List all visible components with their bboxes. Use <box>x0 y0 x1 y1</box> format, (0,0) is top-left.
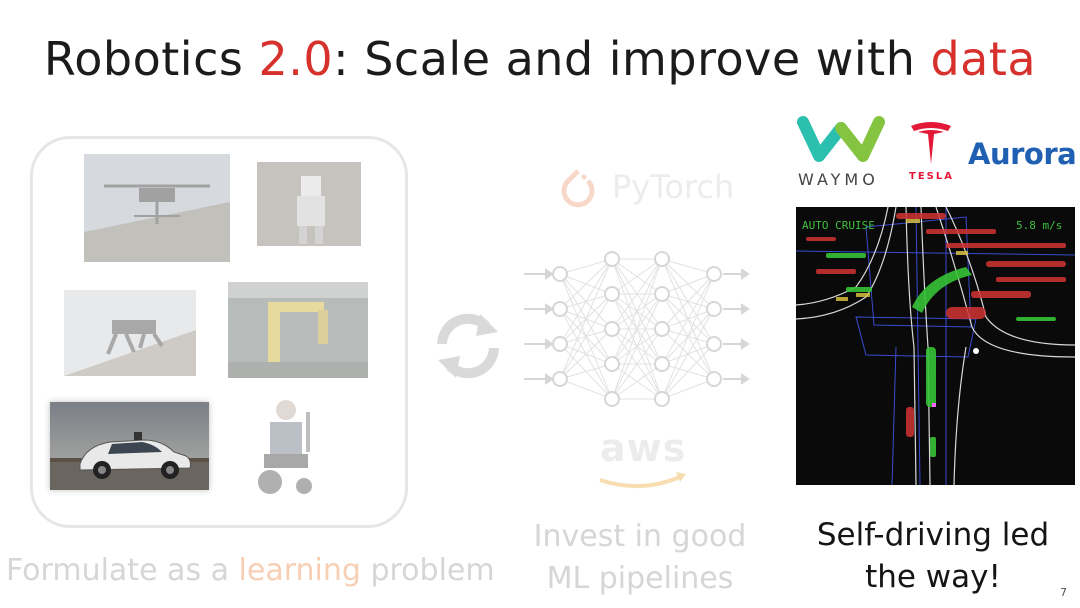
network-node <box>706 301 722 317</box>
left-caption-post: problem <box>360 553 495 588</box>
network-node <box>654 391 670 407</box>
aws-label: aws <box>600 426 687 470</box>
neural-network-icon <box>524 251 750 407</box>
hud-mode-label: AUTO CRUISE <box>802 219 875 232</box>
aurora-label: Aurora <box>968 137 1077 171</box>
waymo-logo-icon <box>797 116 885 162</box>
network-node <box>552 336 568 352</box>
network-node <box>552 301 568 317</box>
humanoid-robot-photo <box>257 162 361 246</box>
network-node <box>654 286 670 302</box>
network-node <box>552 371 568 387</box>
right-caption: Self-driving led the way! <box>803 514 1063 598</box>
page-number: 7 <box>1060 586 1067 599</box>
title-highlight-version: 2.0 <box>258 32 334 86</box>
pytorch-logo-icon <box>561 169 595 208</box>
self-driving-visualization: AUTO CRUISE 5.8 m/s <box>796 207 1075 485</box>
network-node <box>604 251 620 267</box>
drone-photo <box>84 154 230 262</box>
middle-caption-line-1: Invest in good <box>533 519 747 554</box>
wheelchair-robot-photo <box>246 392 326 500</box>
network-node <box>604 356 620 372</box>
self-driving-car-photo <box>50 402 209 490</box>
tesla-logo-icon <box>911 122 951 164</box>
network-node <box>706 336 722 352</box>
left-caption-accent: learning <box>238 553 361 588</box>
tesla-label: TESLA <box>909 171 954 182</box>
refresh-cycle-icon <box>437 313 499 379</box>
title-part-1: Robotics <box>43 32 259 86</box>
network-node <box>706 371 722 387</box>
driving-scene <box>796 207 1075 485</box>
left-caption-pre: Formulate as a <box>6 553 239 588</box>
network-node <box>604 391 620 407</box>
aws-logo-icon <box>599 472 686 489</box>
left-caption: Formulate as a learning problem <box>6 552 495 590</box>
network-node <box>706 266 722 282</box>
network-node <box>654 251 670 267</box>
network-node <box>604 321 620 337</box>
title-part-2: : Scale and improve with <box>333 32 931 86</box>
network-node <box>604 286 620 302</box>
title-highlight-data: data <box>930 32 1037 86</box>
pytorch-label: PyTorch <box>612 168 735 206</box>
waymo-label: WAYMO <box>798 170 879 189</box>
network-node <box>552 266 568 282</box>
middle-caption: Invest in good ML pipelines <box>520 516 760 600</box>
hud-speed-label: 5.8 m/s <box>1016 219 1063 232</box>
slide-title: Robotics 2.0: Scale and improve with dat… <box>0 32 1080 86</box>
robot-arm-photo <box>228 282 368 378</box>
right-caption-line-1: Self-driving led <box>816 517 1050 553</box>
network-node <box>654 356 670 372</box>
quadruped-robot-photo <box>64 290 196 376</box>
network-node <box>654 321 670 337</box>
middle-caption-line-2: ML pipelines <box>546 561 734 596</box>
right-caption-line-2: the way! <box>865 559 1001 595</box>
robot-examples-panel <box>30 136 408 528</box>
